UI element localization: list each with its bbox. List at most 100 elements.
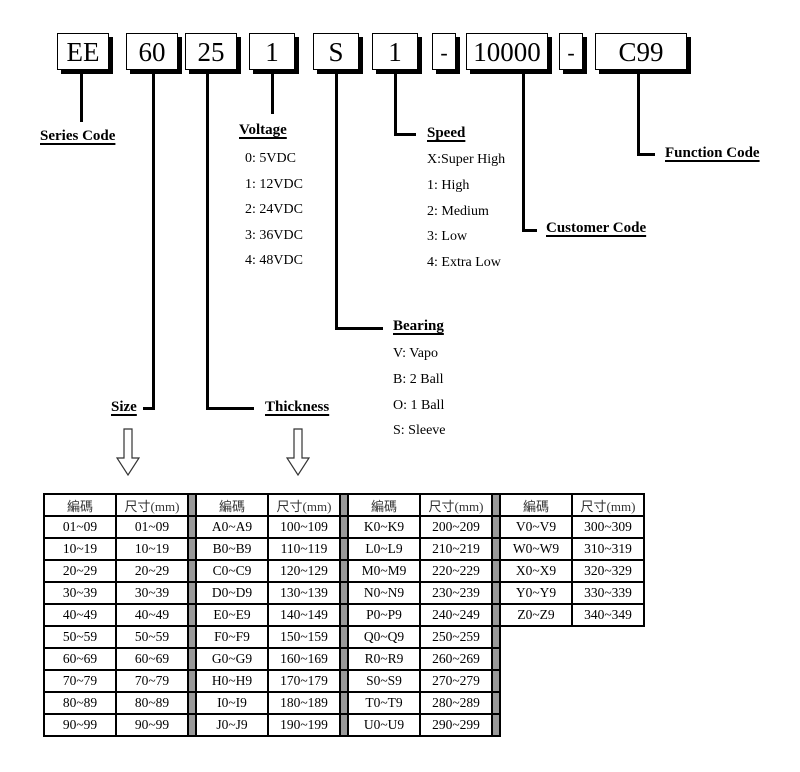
cell-code: D0~D9 (195, 581, 269, 605)
cell-code: 80~89 (43, 691, 117, 715)
column-divider (491, 625, 501, 649)
voltage-option: 4: 48VDC (245, 253, 303, 268)
column-divider (491, 493, 501, 517)
cell-size: 01~09 (115, 515, 189, 539)
cell-code: I0~I9 (195, 691, 269, 715)
connector-size-h (143, 407, 155, 410)
bearing-option: V: Vapo (393, 346, 438, 361)
connector-voltage (271, 74, 274, 114)
code-box-voltage: 1 (249, 33, 295, 70)
cell-size: 340~349 (571, 603, 645, 627)
cell-empty (500, 626, 572, 648)
cell-size: 30~39 (115, 581, 189, 605)
cell-code: K0~K9 (347, 515, 421, 539)
down-arrow-icon (116, 428, 140, 476)
cell-size: 10~19 (115, 537, 189, 561)
column-divider (187, 713, 197, 737)
code-box-bearing: S (313, 33, 359, 70)
cell-code: 50~59 (43, 625, 117, 649)
header-code: 編碼 (43, 493, 117, 517)
column-divider (491, 647, 501, 671)
cell-code: F0~F9 (195, 625, 269, 649)
cell-code: C0~C9 (195, 559, 269, 583)
speed-option: 2: Medium (427, 203, 489, 219)
cell-code: E0~E9 (195, 603, 269, 627)
code-box-customer: 10000 (466, 33, 548, 70)
column-divider (187, 493, 197, 517)
cell-size: 290~299 (419, 713, 493, 737)
cell-code: 70~79 (43, 669, 117, 693)
cell-code: 60~69 (43, 647, 117, 671)
code-box-thickness: 25 (185, 33, 237, 70)
speed-option: 1: High (427, 178, 470, 193)
column-divider (187, 625, 197, 649)
cell-size: 20~29 (115, 559, 189, 583)
cell-size: 240~249 (419, 603, 493, 627)
cell-code: J0~J9 (195, 713, 269, 737)
label-customer-code: Customer Code (546, 220, 647, 236)
cell-code: 40~49 (43, 603, 117, 627)
cell-empty (500, 670, 572, 692)
cell-code: W0~W9 (499, 537, 573, 561)
cell-size: 210~219 (419, 537, 493, 561)
cell-size: 320~329 (571, 559, 645, 583)
code-box-speed: 1 (372, 33, 418, 70)
column-divider (187, 691, 197, 715)
connector-thickness-h (206, 407, 254, 410)
cell-empty (500, 692, 572, 714)
column-divider (339, 647, 349, 671)
header-size: 尺寸(mm) (115, 493, 189, 517)
cell-size: 150~159 (267, 625, 341, 649)
connector-customer-h (522, 229, 537, 232)
speed-option: 3: Low (427, 229, 468, 244)
label-series-code: Series Code (40, 128, 116, 144)
cell-size: 250~259 (419, 625, 493, 649)
cell-code: T0~T9 (347, 691, 421, 715)
cell-code: 20~29 (43, 559, 117, 583)
code-box-function: C99 (595, 33, 687, 70)
cell-code: G0~G9 (195, 647, 269, 671)
column-divider (491, 669, 501, 693)
column-divider (491, 691, 501, 715)
cell-code: S0~S9 (347, 669, 421, 693)
connector-size (152, 74, 155, 410)
header-size: 尺寸(mm) (267, 493, 341, 517)
connector-function (637, 74, 640, 156)
bearing-option: S: Sleeve (393, 423, 446, 438)
cell-code: P0~P9 (347, 603, 421, 627)
cell-code: Y0~Y9 (499, 581, 573, 605)
cell-empty (500, 714, 572, 736)
cell-code: Q0~Q9 (347, 625, 421, 649)
cell-size: 280~289 (419, 691, 493, 715)
header-code: 編碼 (347, 493, 421, 517)
cell-size: 50~59 (115, 625, 189, 649)
cell-code: 10~19 (43, 537, 117, 561)
column-divider (339, 669, 349, 693)
connector-function-h (637, 153, 655, 156)
cell-code: N0~N9 (347, 581, 421, 605)
header-code: 編碼 (499, 493, 573, 517)
column-divider (491, 537, 501, 561)
cell-size: 130~139 (267, 581, 341, 605)
column-divider (339, 515, 349, 539)
connector-customer (522, 74, 525, 232)
connector-bearing (335, 74, 338, 330)
cell-code: M0~M9 (347, 559, 421, 583)
voltage-option: 0: 5VDC (245, 151, 296, 166)
cell-code: R0~R9 (347, 647, 421, 671)
column-divider (339, 559, 349, 583)
column-divider (491, 713, 501, 737)
column-divider (187, 603, 197, 627)
table-header-row: 編碼尺寸(mm)編碼尺寸(mm)編碼尺寸(mm)編碼尺寸(mm) (43, 493, 645, 517)
connector-series (80, 74, 83, 122)
speed-option: 4: Extra Low (427, 254, 501, 270)
column-divider (491, 515, 501, 539)
cell-size: 140~149 (267, 603, 341, 627)
voltage-option: 2: 24VDC (245, 202, 303, 217)
column-divider (491, 581, 501, 605)
